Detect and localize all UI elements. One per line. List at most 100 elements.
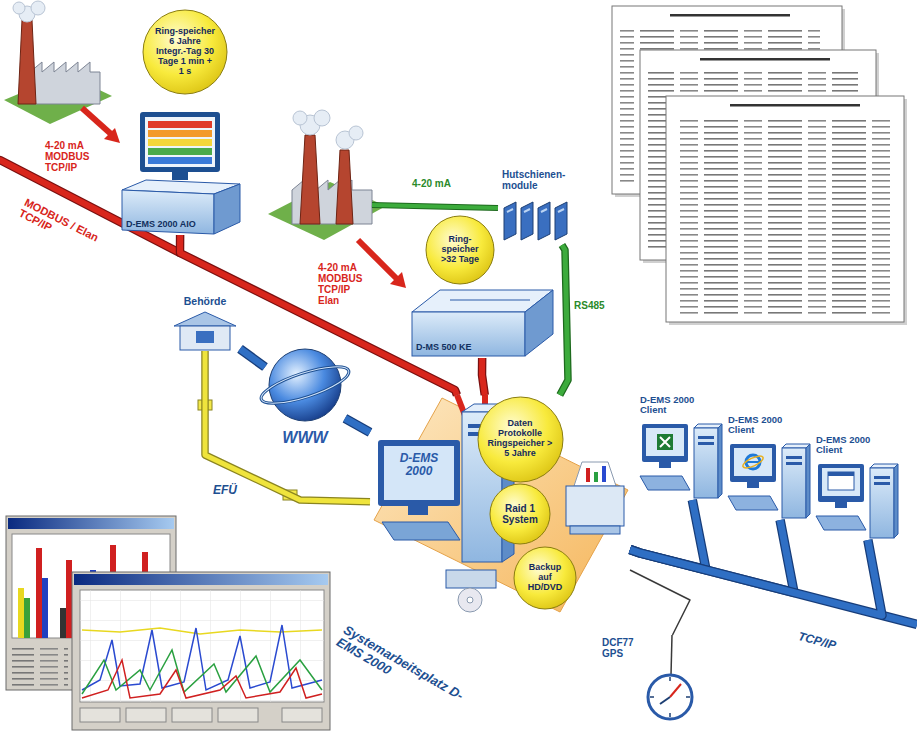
screenshot-line-chart (82, 625, 322, 690)
controller-icon (122, 112, 240, 234)
fieldbus-line (482, 358, 485, 395)
controller-icon (214, 184, 240, 234)
line-core (630, 570, 690, 635)
controller-box: D-MS 500 KE (410, 288, 555, 358)
client-workstation: D-EMS 2000 Client (728, 415, 812, 520)
clock-icon (669, 713, 671, 717)
line-casing (630, 540, 882, 615)
factory-icon (314, 110, 330, 126)
analog-line (372, 205, 498, 208)
controller-icon (412, 290, 553, 356)
controller-icon (145, 117, 215, 167)
building-icon (174, 312, 236, 326)
time-signal-line (630, 570, 690, 635)
rail-module-icon (524, 209, 530, 212)
screenshot-line-chart (172, 708, 212, 722)
line-core (345, 418, 370, 432)
report-pages (700, 58, 830, 61)
signal-arrow (104, 128, 120, 143)
storage-circle: Ring-speicher >32 Tage (425, 215, 495, 285)
clock-icon (686, 696, 690, 698)
controller-icon (148, 121, 212, 128)
node-text: Systemarbeitsplatz D-EMS 2000 (334, 623, 478, 723)
signal-label: 4-20 mA MODBUS TCP/IP Elan (318, 262, 368, 306)
node-text: WWW (282, 429, 327, 447)
edge-label: EFÜ (213, 484, 253, 497)
screenshot-bar-chart (60, 608, 66, 638)
modem-box (198, 400, 297, 500)
client-icon (828, 472, 854, 490)
client-icon (806, 444, 810, 518)
screenshot-bar-chart (24, 598, 30, 638)
client-icon (640, 476, 690, 490)
monitor-icon (408, 505, 428, 515)
authority-building: Behörde (170, 296, 240, 351)
client-icon (694, 424, 722, 428)
edge-label-holder: RS485 (574, 300, 614, 311)
globe-icon (269, 349, 341, 421)
client-icon (698, 442, 714, 445)
controller-icon (140, 112, 220, 172)
feature-circle: Daten Protokolle Ringspeicher > 5 Jahre (477, 396, 564, 483)
signal-arrow (82, 108, 111, 134)
node-text: Hutschienen-module (502, 169, 575, 191)
client-icon (782, 444, 810, 448)
node-text: D-EMS 2000 Client (640, 395, 722, 416)
printer-icon (574, 462, 616, 486)
clock-icon (669, 677, 671, 681)
controller-icon (148, 139, 212, 146)
circle-outline (478, 397, 563, 482)
node-text: Daten Protokolle Ringspeicher > 5 Jahre (486, 419, 554, 459)
report-pages (676, 118, 891, 314)
workstation-platform (374, 398, 628, 612)
workstation-platform: Systemarbeitsplatz D-EMS 2000Daten Proto… (370, 395, 630, 615)
rail-module-icon (555, 202, 567, 240)
line-casing (240, 349, 265, 367)
factory-icon (336, 150, 353, 224)
internet-globe: WWW (265, 345, 345, 447)
label-holder: 4-20 mA (412, 178, 472, 189)
client-icon (874, 482, 890, 485)
report-pages (612, 6, 907, 325)
clock-icon (650, 696, 654, 698)
node-text: D-MS 500 KE (416, 343, 472, 353)
report-pages (666, 96, 904, 322)
factory-icon (4, 1, 112, 124)
signal-label: 4-20 mA MODBUS TCP/IP (45, 140, 95, 173)
report-pages (670, 14, 790, 17)
fieldbus-line (180, 235, 457, 395)
factory-icon (300, 135, 320, 224)
client-icon (835, 502, 847, 508)
screenshot-line-chart (80, 708, 120, 722)
node-text: Raid 1 System (498, 503, 542, 525)
screenshot-line-chart (80, 590, 324, 702)
screenshot-bar-chart (8, 518, 174, 529)
line-core (630, 540, 882, 615)
circle-outline (426, 216, 494, 284)
circle-outline (143, 10, 227, 94)
screenshot-line-chart (80, 590, 324, 702)
client-icon (822, 468, 860, 496)
client-icon (828, 472, 854, 476)
backup-drive (467, 597, 473, 603)
backup-drive (446, 570, 496, 588)
line-casing (482, 358, 485, 395)
factory-icon (293, 111, 307, 125)
factory-icon (268, 110, 386, 240)
clock-icon (670, 684, 681, 697)
node-text: D-EMS 2000 Client (816, 435, 898, 456)
screenshot-line-chart (82, 628, 322, 634)
client-icon (698, 436, 714, 439)
screenshot-bar-chart (42, 578, 48, 638)
screenshot-line-chart (82, 660, 322, 698)
controller-icon (412, 312, 525, 356)
transfer-line (205, 351, 370, 502)
client-icon (816, 464, 898, 538)
building-icon (174, 312, 236, 350)
client-workstation: D-EMS 2000 Client (816, 435, 900, 540)
client-icon (816, 516, 866, 530)
